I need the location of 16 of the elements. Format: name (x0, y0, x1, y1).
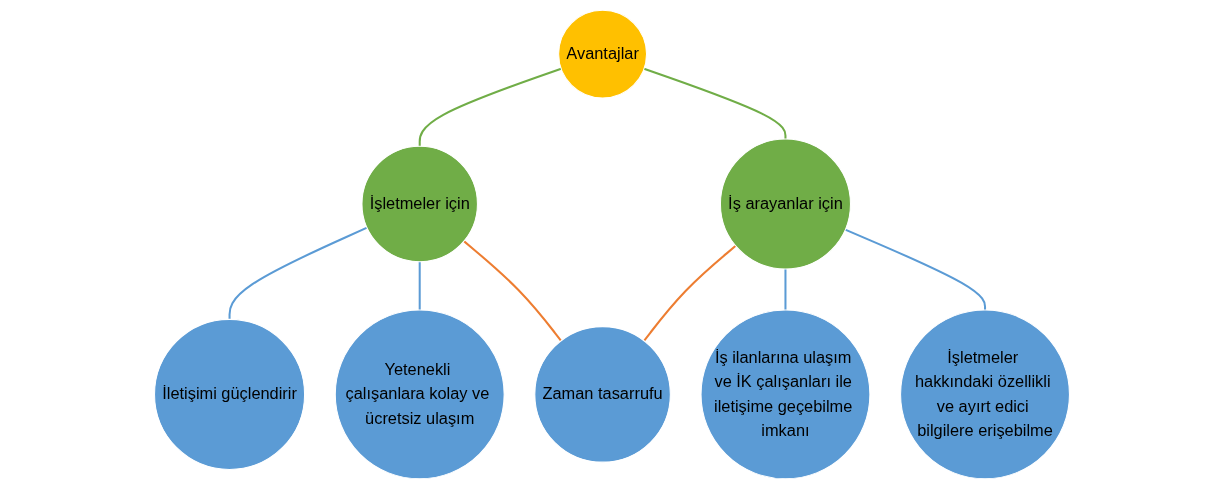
node-circle: Zaman tasarrufu (534, 326, 671, 463)
connector (844, 228, 987, 310)
node-circle: Yetenekli çalışanlara kolay ve ücretsiz ulaşım (334, 309, 505, 480)
node-circle: İşletmeler hakkındaki özellikli ve ayırt edici bilgilere erişebilme (900, 309, 1070, 480)
connector (463, 240, 562, 342)
connector (784, 269, 787, 310)
connector (643, 67, 787, 139)
node-circle: İş ilanlarına ulaşım ve İK çalışanları ile iletişime geçebilme imkanı (700, 309, 871, 480)
connector (418, 67, 562, 147)
connector (643, 245, 737, 342)
connector (418, 261, 421, 310)
node-circle: İş arayanlar için (719, 138, 851, 270)
connector (228, 226, 368, 320)
node-circle: Avantajlar (558, 9, 648, 99)
node-circle: İşletmeler için (361, 145, 478, 263)
node-circle: İletişimi güçlendirir (154, 318, 306, 470)
